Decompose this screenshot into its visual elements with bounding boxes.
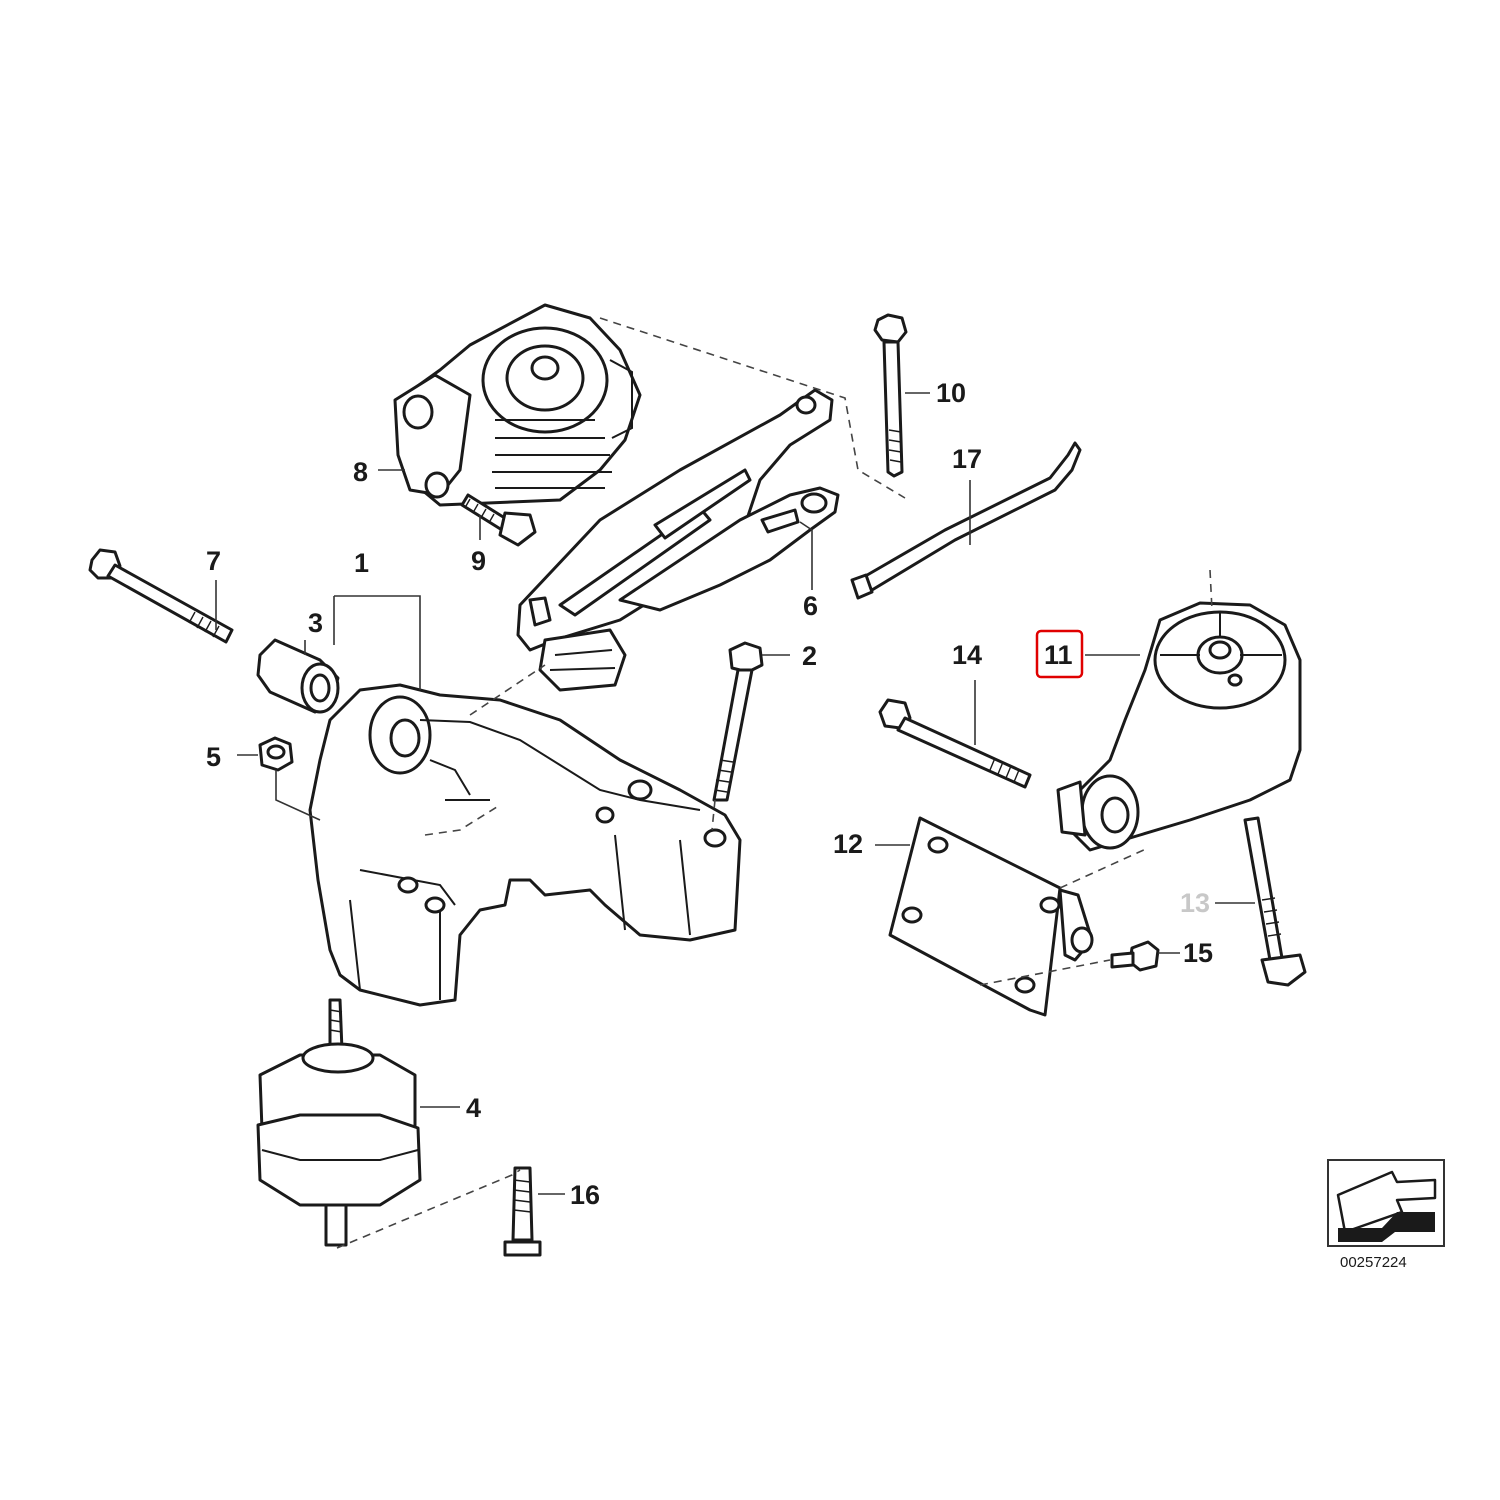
callout-16[interactable]: 16 [570,1180,600,1210]
callout-10[interactable]: 10 [936,378,966,408]
part-8-gearbox-mount [393,303,642,507]
callout-13[interactable]: 13 [1180,888,1210,918]
orientation-arrow-icon [1327,1159,1445,1247]
part-5-nut [258,736,294,772]
part-4-hydro-mount [256,998,422,1247]
callout-11-highlight-box [1035,629,1084,679]
part-13-bolt [1243,816,1307,987]
callout-17[interactable]: 17 [952,444,982,474]
callout-5[interactable]: 5 [206,742,221,772]
part-12-plate [888,816,1094,1017]
callout-12[interactable]: 12 [833,829,863,859]
part-11-rear-mount [1056,601,1302,852]
part-17-cable-tie [850,441,1082,600]
callouts: 1 2 3 4 5 6 7 8 9 10 11 12 13 14 15 16 1… [206,378,1213,1210]
callout-11[interactable]: 11 [1044,640,1073,670]
part-16-bolt [503,1166,542,1257]
part-9-bolt [460,493,537,547]
callout-9[interactable]: 9 [471,546,486,576]
callout-2[interactable]: 2 [802,641,817,671]
leader-lines [215,317,1255,1249]
part-2-bolt [712,641,764,802]
part-14-bolt [878,698,1032,789]
part-6-bracket [516,388,840,692]
callout-15[interactable]: 15 [1183,938,1213,968]
part-15-bolt [1110,940,1160,972]
callout-4[interactable]: 4 [466,1093,481,1123]
part-10-bolt [873,313,908,478]
drawing-number: 00257224 [1340,1254,1407,1271]
part-3-bushing [256,638,340,714]
part-7-bolt [88,548,234,644]
part-1-engine-bracket [308,683,742,1007]
callout-7[interactable]: 7 [206,546,221,576]
callout-3[interactable]: 3 [308,608,323,638]
callout-1[interactable]: 1 [354,548,369,578]
callout-14[interactable]: 14 [952,640,982,670]
callout-8[interactable]: 8 [353,457,368,487]
callout-6[interactable]: 6 [803,591,818,621]
